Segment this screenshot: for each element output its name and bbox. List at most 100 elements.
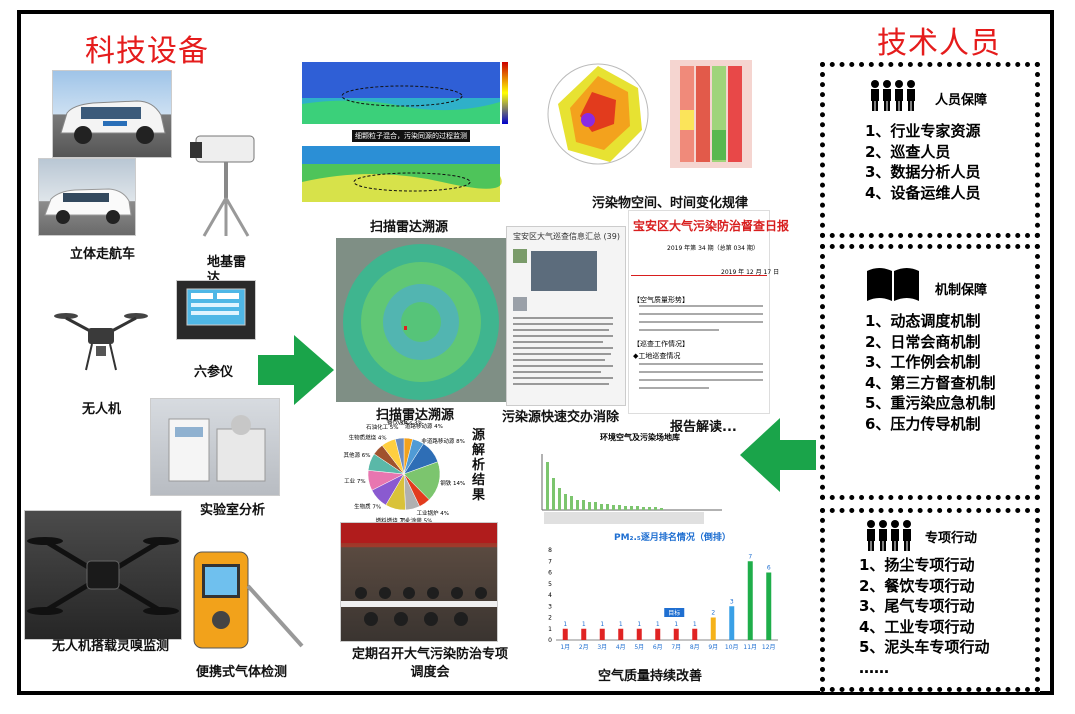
pie-slice [394, 437, 405, 475]
ground-radar-caption: 地基雷达 [207, 255, 247, 286]
left-title: 科技设备 [85, 34, 209, 69]
pm-month-label: 9月 [708, 644, 718, 651]
y-tick-label: 3 [548, 603, 552, 610]
pm-month-label: 7月 [671, 644, 681, 651]
pm-month-label: 11月 [743, 644, 757, 651]
pm-month-label: 5月 [634, 644, 644, 651]
spatiotemporal-caption: 污染物空间、时间变化规律 [592, 196, 749, 211]
pm-bar [599, 628, 605, 640]
pm-month-label: 4月 [616, 644, 626, 651]
staff-box-title: 人员保障 [935, 93, 988, 108]
pm-month-label: 8月 [690, 644, 700, 651]
pm-month-label: 2月 [579, 644, 589, 651]
source-pie-chart: VOCs 3%道路移动源 4%非道路移动源 8%钢铁 14%工业锅炉 4%工业涂… [336, 418, 472, 525]
pm-value-label: 1 [656, 621, 660, 628]
mechanism-item: 5、重污染应急机制 [865, 394, 996, 412]
action-item: 2、餐饮专项行动 [859, 576, 975, 595]
polar-chart [540, 58, 658, 170]
y-tick-label: 4 [548, 592, 552, 599]
portable-photo [190, 546, 310, 654]
y-tick-label: 8 [548, 547, 552, 554]
action-item: 3、尾气专项行动 [859, 597, 975, 615]
staff-item: 1、行业专家资源 [865, 122, 981, 140]
six-param-photo [176, 280, 256, 340]
people-group-icon [867, 520, 911, 551]
mechanism-box: 机制保障 1、动态调度机制 2、日常会商机制 3、工作例会机制 4、第三方督查机… [820, 244, 1040, 500]
people-group-icon [871, 80, 915, 111]
action-item: 4、工业专项行动 [859, 617, 975, 636]
pm-month-label: 12月 [762, 644, 776, 651]
y-tick-label: 5 [548, 581, 552, 588]
vehicle-photo [52, 70, 172, 158]
pm-value-label: 1 [637, 621, 641, 628]
staff-item: 2、巡查人员 [865, 142, 951, 161]
rapid-caption: 污染源快速交办消除 [502, 410, 620, 425]
pie-label: 生物质燃烧 4% [349, 434, 387, 442]
radar-top-caption: 扫描雷达溯源 [370, 220, 449, 235]
pm-bar [729, 606, 735, 640]
mechanism-box-title: 机制保障 [935, 283, 988, 298]
pm-value-label: 1 [619, 621, 623, 628]
pm-value-label: 3 [730, 598, 734, 605]
action-box: 专项行动 1、扬尘专项行动 2、餐饮专项行动 3、尾气专项行动 4、工业专项行动… [820, 508, 1040, 692]
pm-bar [766, 572, 772, 640]
pm-month-label: 6月 [653, 644, 663, 651]
vehicle-photo-2 [38, 158, 136, 236]
drone-sniff-photo [24, 510, 182, 640]
action-item: …… [859, 658, 889, 677]
pie-label: 石油化工 5% [366, 423, 398, 431]
mechanism-item: 6、压力传导机制 [865, 414, 981, 433]
pie-label: 工业锅炉 4% [416, 509, 448, 517]
pie-label: 非道路移动源 8% [421, 437, 464, 445]
report-section-2: 【巡查工作情况】 [633, 340, 689, 348]
pie-label: 燃料燃烧 7% [376, 517, 408, 525]
pm-bar [562, 628, 568, 640]
pm-month-label: 3月 [597, 644, 607, 651]
y-tick-label: 0 [548, 637, 552, 644]
pie-slice [403, 461, 441, 501]
mechanism-list: 1、动态调度机制 2、日常会商机制 3、工作例会机制 4、第三方督查机制 5、重… [865, 311, 995, 434]
meeting-photo [340, 522, 498, 642]
pm-bar [692, 628, 698, 640]
meeting-caption: 定期召开大气污染防治专项调度会 [351, 647, 508, 680]
staff-item: 4、设备运维人员 [865, 183, 981, 202]
drone-photo [52, 300, 150, 386]
radar-spectrogram-bottom [292, 142, 512, 212]
y-tick-label: 7 [548, 558, 552, 565]
source-result-caption: 源解析结果 [472, 428, 486, 503]
pm-bar [747, 561, 753, 640]
pie-label: 其他源 6% [343, 451, 370, 459]
drone-caption: 无人机 [82, 402, 122, 417]
pm-value-label: 7 [748, 553, 752, 560]
env-chart-title: 环境空气及污染场地库 [600, 433, 680, 442]
action-item: 5、泥头车专项行动 [859, 638, 990, 656]
y-tick-label: 1 [548, 626, 552, 633]
portable-caption: 便携式气体检测 [196, 665, 288, 680]
staff-item: 3、数据分析人员 [865, 163, 981, 181]
report-section-3: ◆工地巡查情况 [633, 352, 681, 360]
pm-value-label: 1 [563, 621, 567, 628]
y-tick-label: 2 [548, 615, 552, 622]
report-read-caption: 报告解读... [670, 420, 737, 435]
pm-bar [618, 628, 624, 640]
pm-value-label: 1 [600, 621, 604, 628]
radar-map [336, 238, 506, 402]
heat-table [670, 60, 752, 168]
pm-value-label: 1 [674, 621, 678, 628]
pm-bar [673, 628, 679, 640]
action-box-title: 专项行动 [925, 531, 978, 546]
pie-label: VOCs 3% [398, 420, 423, 426]
pie-label: 工业涂装 5% [400, 517, 432, 525]
radar-spectrogram-top [292, 56, 512, 136]
pm-value-label: 2 [711, 610, 715, 617]
pie-label: 生物质 7% [354, 502, 381, 510]
radar-annotation: 细颗粒子混合，污染同源的过程监测 [352, 130, 470, 142]
pm-bar [636, 628, 642, 640]
pm-highlight-tag [664, 608, 685, 617]
vehicle-caption: 立体走航车 [70, 247, 136, 262]
pm-bar [581, 628, 587, 640]
staff-box: 人员保障 1、行业专家资源 2、巡查人员 3、数据分析人员 4、设备运维人员 [820, 62, 1040, 238]
report-doc: 宝安区大气污染防治督查日报 2019 年第 34 期（总第 034 期） 201… [628, 210, 789, 414]
pm-value-label: 1 [582, 621, 586, 628]
